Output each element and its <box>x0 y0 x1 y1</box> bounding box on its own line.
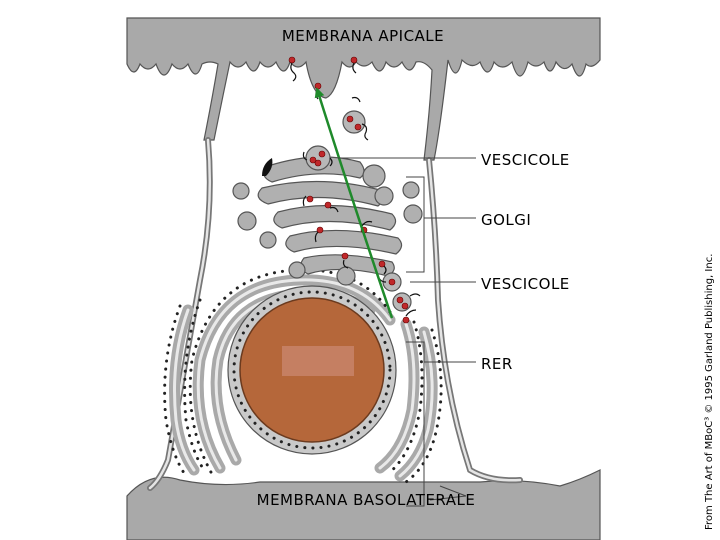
apical-membrane <box>126 17 601 161</box>
label-golgi: GOLGI <box>481 211 531 229</box>
golgi-apparatus <box>232 156 423 286</box>
label-rer: RER <box>481 355 513 373</box>
label-basolateral-membrane: MEMBRANA BASOLATERALE <box>257 491 476 509</box>
basolateral-membrane <box>126 469 601 540</box>
label-leaders <box>338 157 476 507</box>
transport-arrow <box>314 87 394 319</box>
rough-er <box>163 268 443 484</box>
nucleus <box>227 285 397 455</box>
credit-text: From The Art of MBoC³ © 1995 Garland Pub… <box>704 254 715 530</box>
dark-granule <box>262 158 273 176</box>
label-vesicles-bottom: VESCICOLE <box>481 275 570 293</box>
label-apical-membrane: MEMBRANA APICALE <box>282 27 444 45</box>
label-vesicles-top: VESCICOLE <box>481 151 570 169</box>
